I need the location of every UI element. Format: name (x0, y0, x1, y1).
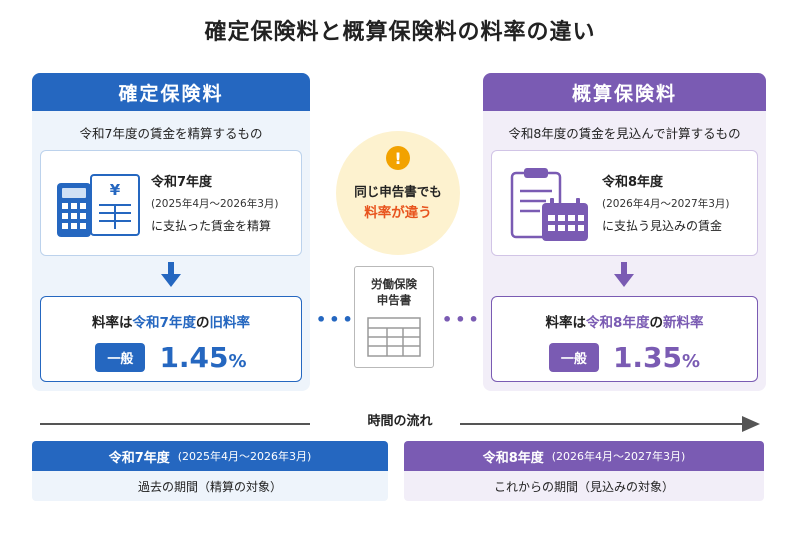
confirmed-period-card: ¥ 令和7年度 (2025年4月～2026年3月) に支払った賃金を精算 (40, 150, 302, 256)
note-circle: ! 同じ申告書でも 料率が違う (336, 131, 460, 255)
timeline-past-desc: 過去の期間（精算の対象） (137, 479, 282, 494)
dots-left: •••• (316, 310, 369, 329)
estimated-period-year: 令和8年度 (602, 175, 664, 190)
arrow-down-icon (614, 262, 634, 287)
calculator-invoice-icon: ¥ (57, 174, 140, 237)
alert-icon: ! (386, 146, 410, 170)
confirmed-period-desc: に支払った賃金を精算 (151, 219, 272, 233)
page-title: 確定保険料と概算保険料の料率の違い (204, 20, 596, 45)
timeline-past-header: 令和7年度(2025年4月～2026年3月) (32, 441, 388, 471)
confirmed-premium-header: 確定保険料 (32, 73, 310, 111)
estimated-premium-subtitle: 令和8年度の賃金を見込んで計算するもの (508, 126, 741, 141)
confirmed-period-range: (2025年4月～2026年3月) (151, 198, 279, 210)
timeline-future-desc: これからの期間（見込みの対象） (493, 479, 674, 494)
dots-right: •••• (442, 310, 495, 329)
note-line-2: 料率が違う (364, 205, 432, 221)
timeline-arrow (40, 416, 760, 432)
confirmed-premium-subtitle: 令和7年度の賃金を精算するもの (79, 126, 263, 141)
form-title-line-2: 申告書 (376, 293, 412, 307)
arrow-down-icon (161, 262, 181, 287)
new-rate-line: 料率は令和8年度の新料率 (545, 315, 704, 331)
new-rate-value: 1.35% (612, 341, 701, 374)
form-title-line-1: 労働保険 (371, 277, 417, 291)
timeline-label: 時間の流れ (367, 414, 433, 429)
estimated-period-range: (2026年4月～2027年3月) (602, 198, 730, 210)
general-badge: 一般 (548, 343, 599, 372)
timeline-future-box: 令和8年度(2026年4月～2027年3月) これからの期間（見込みの対象） (404, 441, 764, 501)
old-rate-value: 1.45% (159, 341, 247, 374)
form-table-icon (367, 317, 421, 357)
note-line-1: 同じ申告書でも (354, 184, 442, 199)
yen-sign: ¥ (110, 181, 121, 199)
new-rate-card: 料率は令和8年度の新料率 一般 1.35% (491, 296, 758, 382)
general-badge: 一般 (95, 343, 146, 372)
clipboard-calendar-icon (510, 168, 588, 241)
timeline-past-box: 令和7年度(2025年4月～2026年3月) 過去の期間（精算の対象） (32, 441, 388, 501)
timeline-future-header: 令和8年度(2026年4月～2027年3月) (404, 441, 764, 471)
estimated-period-card: 令和8年度 (2026年4月～2027年3月) に支払う見込みの賃金 (491, 150, 758, 256)
confirmed-period-year: 令和7年度 (151, 175, 213, 190)
labor-insurance-form-icon: 労働保険申告書 (354, 266, 434, 368)
old-rate-card: 料率は令和7年度の旧料率 一般 1.45% (40, 296, 302, 382)
estimated-period-desc: に支払う見込みの賃金 (602, 219, 723, 233)
estimated-premium-header: 概算保険料 (483, 73, 766, 111)
old-rate-line: 料率は令和7年度の旧料率 (92, 315, 250, 331)
